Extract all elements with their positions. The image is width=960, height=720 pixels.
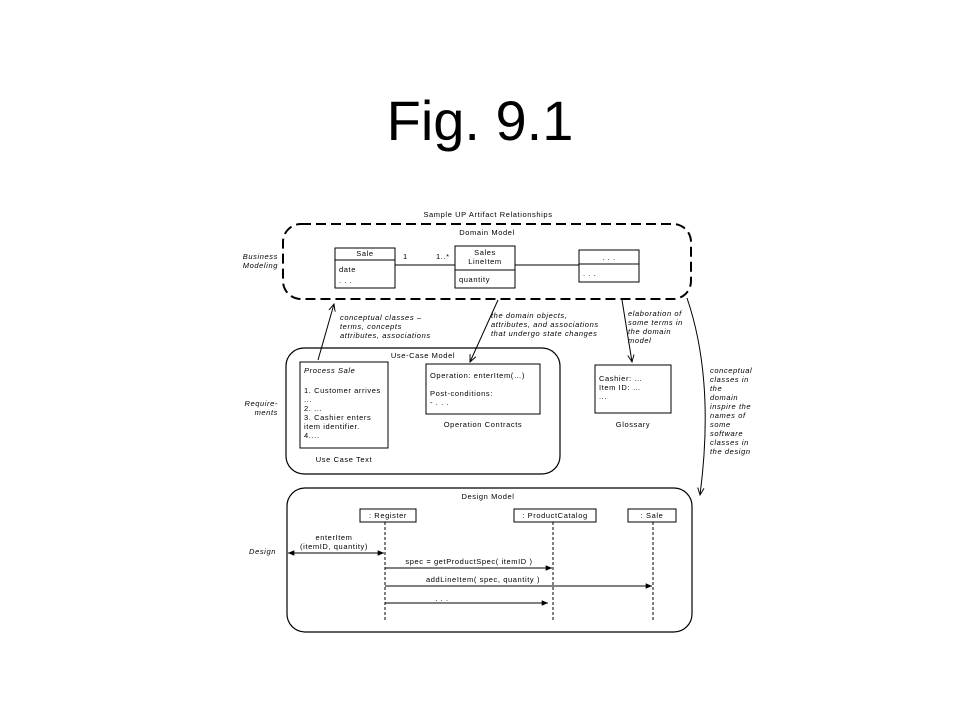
sales-line-item-attr-quantity: quantity [459, 275, 490, 284]
lifeline-register: : Register [359, 508, 417, 622]
sale-class-name: Sale [356, 249, 373, 258]
note-inspire-line4: domain [710, 393, 738, 402]
use-case-text-caption: Use Case Text [316, 455, 373, 464]
use-case-model-boundary [285, 347, 561, 475]
use-case-step1: 1. Customer arrives [304, 386, 381, 395]
note-inspire-line5: inspire the [710, 402, 751, 411]
note-inspire-line9: classes in [710, 438, 749, 447]
lifeline-register-label: : Register [369, 511, 407, 520]
glossary-item-id: Item ID: … [599, 383, 641, 392]
sales-line-item-name-line2: LineItem [468, 257, 502, 266]
page-title: Fig. 9.1 [386, 89, 574, 152]
lifeline-product-catalog: : ProductCatalog [513, 508, 597, 622]
discipline-business-line1: Business [243, 252, 278, 261]
operation-contracts-caption: Operation Contracts [444, 420, 523, 429]
other-class: . . . . . . [578, 249, 640, 283]
note-domain-objects-line3: that undergo state changes [491, 329, 598, 338]
glossary-elaboration-arrow [621, 299, 632, 362]
note-conceptual-line2: terms, concepts [340, 322, 402, 331]
note-inspire-line10: the design [710, 447, 751, 456]
note-inspire-line1: conceptual [710, 366, 752, 375]
lifeline-sale: : Sale [627, 508, 677, 622]
contract-postcondition-item: - . . . [430, 398, 449, 407]
use-case-step2: 2. ... [304, 404, 322, 413]
use-case-step1-continued: ... [304, 395, 312, 404]
glossary-cashier: Cashier: … [599, 374, 643, 383]
diagram-title: Sample UP Artifact Relationships [423, 210, 552, 219]
domain-model-title: Domain Model [459, 228, 515, 237]
note-inspire-line2: classes in [710, 375, 749, 384]
sales-line-item-name-line1: Sales [474, 248, 496, 257]
discipline-design: Design [249, 547, 276, 556]
use-case-model-title: Use-Case Model [391, 351, 455, 360]
message-enter-item-label-line2: (itemID, quantity) [300, 542, 368, 551]
glossary-more: ... [599, 392, 607, 401]
sale-class: Sale date . . . [334, 247, 396, 289]
note-domain-objects-line1: the domain objects, [491, 311, 567, 320]
note-inspire-line8: software [710, 429, 743, 438]
sale-attr-ellipsis: . . . [339, 276, 352, 285]
multiplicity-many: 1..* [436, 252, 450, 261]
note-domain-objects-line2: attributes, and associations [491, 320, 599, 329]
note-conceptual-line3: attributes, associations [340, 331, 431, 340]
lifeline-sale-label: : Sale [641, 511, 664, 520]
note-inspire-line6: names of [710, 411, 746, 420]
glossary-box: Cashier: … Item ID: … ... [594, 364, 672, 414]
use-case-step3: 3. Cashier enters [304, 413, 371, 422]
contract-operation: Operation: enterItem(…) [430, 371, 525, 380]
message-enter-item-label-line1: enterItem [315, 533, 352, 542]
use-case-title: Process Sale [304, 366, 355, 375]
design-model-boundary [286, 487, 693, 633]
design-model-title: Design Model [461, 492, 514, 501]
glossary-caption: Glossary [616, 420, 650, 429]
discipline-requirements-line2: ments [255, 408, 278, 417]
design-inspiration-arrow [686, 297, 706, 495]
use-case-step3-continued: item identifier. [304, 422, 360, 431]
note-elaboration-line3: the domain [628, 327, 671, 336]
other-class-attr: . . . [583, 269, 596, 278]
discipline-requirements-line1: Require- [244, 399, 278, 408]
discipline-business-line2: Modeling [243, 261, 278, 270]
operation-contract-box: Operation: enterItem(…) Post-conditions:… [425, 363, 541, 415]
message-add-line-item-label: addLineItem( spec, quantity ) [426, 575, 540, 584]
contract-postconditions: Post-conditions: [430, 389, 493, 398]
note-inspire-line7: some [710, 420, 731, 429]
sale-attr-date: date [339, 265, 356, 274]
note-conceptual-line1: conceptual classes – [340, 313, 422, 322]
conceptual-classes-arrow [317, 304, 334, 361]
domain-objects-arrow [470, 299, 499, 362]
message-more-label: . . . [435, 594, 448, 603]
note-elaboration-line4: model [628, 336, 651, 345]
sales-line-item-class: Sales LineItem quantity [454, 245, 516, 289]
lifeline-product-catalog-label: : ProductCatalog [522, 511, 587, 520]
use-case-text-box: Process Sale 1. Customer arrives ... 2. … [299, 361, 389, 449]
note-elaboration-line2: some terms in [628, 318, 683, 327]
domain-model-boundary [282, 223, 692, 300]
note-elaboration-line1: elaboration of [628, 309, 682, 318]
use-case-step4: 4.... [304, 431, 320, 440]
message-get-product-spec-label: spec = getProductSpec( itemID ) [405, 557, 532, 566]
other-class-name: . . . [602, 253, 615, 262]
multiplicity-one: 1 [403, 252, 408, 261]
note-inspire-line3: the [710, 384, 722, 393]
